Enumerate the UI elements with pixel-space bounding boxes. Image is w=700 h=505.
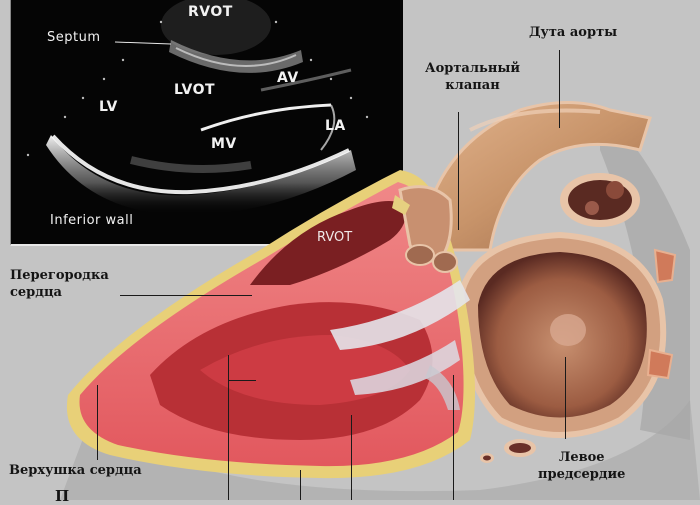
label-septum: Перегородка сердца [10,267,109,301]
label-aortic-arch-text: Дута аорты [529,25,618,40]
label-aortic-valve: Аортальный клапан [425,60,520,94]
echo-label-lv: LV [99,99,118,115]
echo-label-lvot: LVOT [174,82,216,98]
ultrasound-image [26,0,369,215]
echo-label-la: LA [325,118,346,134]
leader-line-left-atrium [565,357,566,439]
leader-line-papillary [228,355,229,500]
label-septum-line2: сердца [10,285,62,300]
leader-line-papillary-branch [228,380,256,381]
echo-label-av: AV [277,70,299,86]
label-aortic-valve-line2: клапан [445,78,500,93]
label-septum-line1: Перегородка [10,268,109,283]
anatomy-label-rvot: RVOT [317,230,353,245]
label-apex-text: Верхушка сердца [9,463,142,478]
label-left-atrium-line2: предсердие [538,467,626,482]
leader-line-mitral-valve [453,375,454,500]
echo-label-inferior-wall: Inferior wall [50,213,134,228]
echo-label-rvot: RVOT [188,4,233,20]
label-aortic-valve-line1: Аортальный [425,61,521,76]
leader-line-aortic-valve [458,112,459,230]
label-aortic-arch: Дута аорты [529,24,617,41]
label-cut-off-bottom: П [55,488,69,505]
leader-line-lv-cavity [351,415,352,500]
label-apex: Верхушка сердца [9,462,142,479]
label-left-atrium-line1: Левое [558,450,605,465]
leader-line-lv-wall [300,470,301,500]
label-cut-off-bottom-text: П [55,487,70,505]
leader-line-apex [97,385,98,460]
leader-line-septum [120,295,252,296]
leader-line-aortic-arch [559,50,560,128]
echo-label-mv: MV [211,136,237,152]
echo-label-septum: Septum [47,30,101,45]
echocardiogram-panel: RVOT Septum AV LVOT LV LA MV Inferior wa… [10,0,403,246]
label-left-atrium: Левое предсердие [538,449,625,483]
